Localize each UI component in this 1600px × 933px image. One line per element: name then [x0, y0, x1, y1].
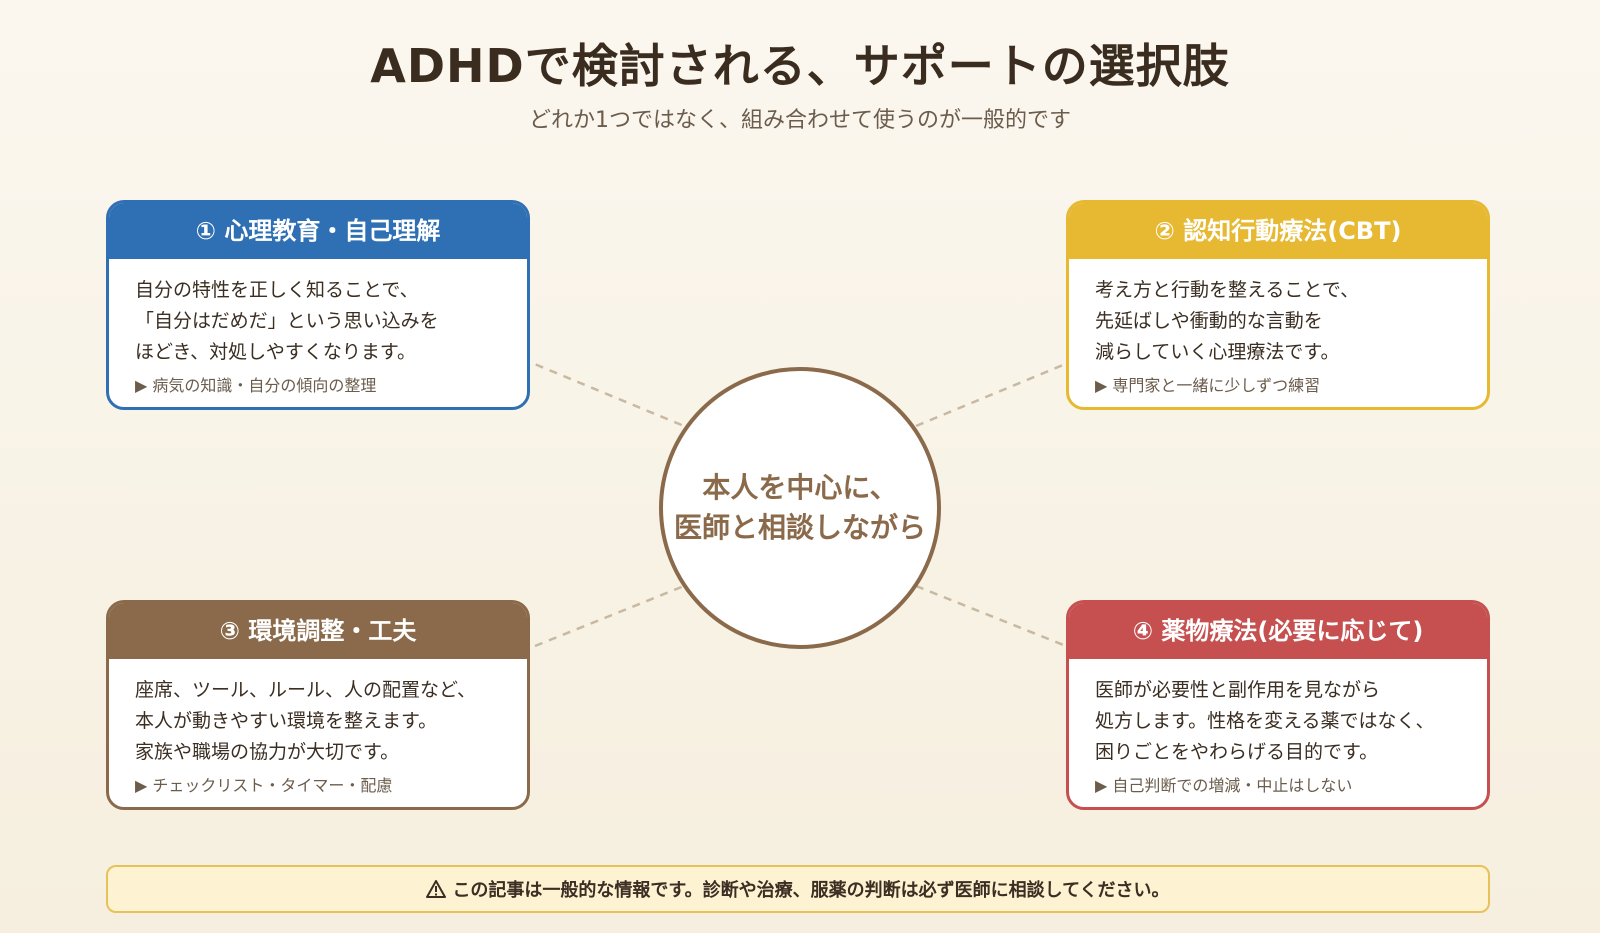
card-description: 医師が必要性と副作用を見ながら 処方します。性格を変える薬ではなく、 困りごとを… [1069, 659, 1487, 768]
center-circle: 本人を中心に、 医師と相談しながら [659, 367, 941, 649]
connector-line-2 [915, 351, 1093, 428]
card-line: 家族や職場の協力が大切です。 [135, 741, 400, 763]
connector-line-3 [534, 584, 685, 648]
connector-line-1 [507, 351, 685, 428]
support-card-psychoeducation: ① 心理教育・自己理解 自分の特性を正しく知ることで、 「自分はだめだ」という思… [106, 200, 530, 410]
card-note: ▶ 自己判断での増減・中止はしない [1095, 776, 1353, 795]
card-line: 処方します。性格を変える薬ではなく、 [1095, 710, 1435, 732]
card-line: 考え方と行動を整えることで、 [1095, 279, 1360, 301]
card-note: ▶ 専門家と一緒に少しずつ練習 [1095, 376, 1321, 395]
center-text: 本人を中心に、 医師と相談しながら [674, 468, 926, 548]
support-card-cbt: ② 認知行動療法(CBT) 考え方と行動を整えることで、 先延ばしや衝動的な言動… [1066, 200, 1490, 410]
card-title: ① 心理教育・自己理解 [109, 203, 527, 259]
card-line: 減らしていく心理療法です。 [1095, 341, 1340, 363]
center-text-line: 医師と相談しながら [673, 511, 926, 544]
card-title: ③ 環境調整・工夫 [109, 603, 527, 659]
card-line: 座席、ツール、ルール、人の配置など、 [135, 679, 477, 701]
disclaimer-banner: この記事は一般的な情報です。診断や治療、服薬の判断は必ず医師に相談してください。 [106, 865, 1490, 913]
card-line: ほどき、対処しやすくなります。 [135, 341, 417, 363]
support-card-medication: ④ 薬物療法(必要に応じて) 医師が必要性と副作用を見ながら 処方します。性格を… [1066, 600, 1490, 810]
card-description: 考え方と行動を整えることで、 先延ばしや衝動的な言動を 減らしていく心理療法です… [1069, 259, 1487, 368]
card-note: ▶ 病気の知識・自分の傾向の整理 [135, 376, 377, 395]
card-line: 医師が必要性と副作用を見ながら [1095, 679, 1381, 701]
card-line: 先延ばしや衝動的な言動を [1095, 310, 1323, 332]
page-subtitle: どれか1つではなく、組み合わせて使うのが一般的です [529, 108, 1071, 133]
connector-line-4 [915, 584, 1067, 648]
center-text-line: 本人を中心に、 [702, 471, 898, 504]
card-description: 自分の特性を正しく知ることで、 「自分はだめだ」という思い込みを ほどき、対処し… [109, 259, 527, 368]
card-title: ② 認知行動療法(CBT) [1069, 203, 1487, 259]
support-card-environment: ③ 環境調整・工夫 座席、ツール、ルール、人の配置など、 本人が動きやすい環境を… [106, 600, 530, 810]
warning-icon [426, 880, 447, 898]
card-line: 困りごとをやわらげる目的です。 [1095, 741, 1379, 763]
card-description: 座席、ツール、ルール、人の配置など、 本人が動きやすい環境を整えます。 家族や職… [109, 659, 527, 768]
card-line: 本人が動きやすい環境を整えます。 [135, 710, 438, 732]
card-title: ④ 薬物療法(必要に応じて) [1069, 603, 1487, 659]
card-line: 自分の特性を正しく知ることで、 [135, 279, 419, 301]
disclaimer-text: この記事は一般的な情報です。診断や治療、服薬の判断は必ず医師に相談してください。 [452, 880, 1170, 901]
page-title: ADHDで検討される、サポートの選択肢 [370, 39, 1230, 93]
card-note: ▶ チェックリスト・タイマー・配慮 [135, 776, 393, 795]
card-line: 「自分はだめだ」という思い込みを [135, 310, 439, 332]
